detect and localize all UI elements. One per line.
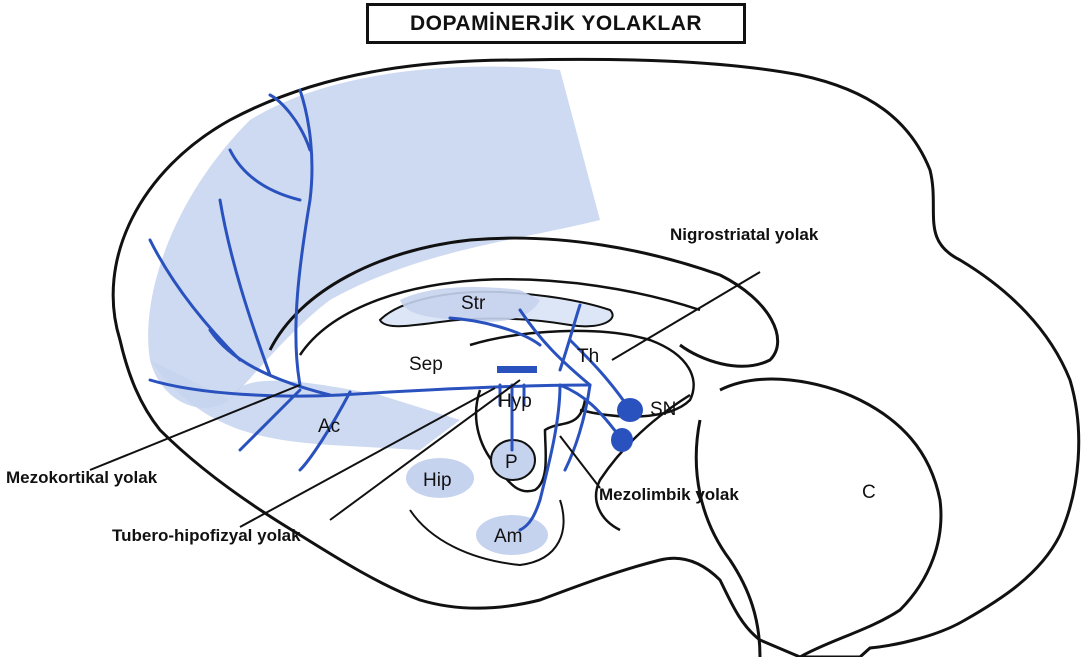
label-mezokortikal: Mezokortikal yolak xyxy=(6,468,158,487)
label-str: Str xyxy=(461,293,486,314)
cerebellum-outline xyxy=(720,379,941,657)
label-ac: Ac xyxy=(318,416,340,437)
label-sep: Sep xyxy=(409,354,443,375)
pointer-mezolimbik xyxy=(560,436,600,488)
label-mezolimbik: Mezolimbik yolak xyxy=(599,485,739,504)
label-nigrostriatal: Nigrostriatal yolak xyxy=(670,225,819,244)
label-c: C xyxy=(862,482,876,503)
brainstem-outline xyxy=(696,420,760,657)
label-am: Am xyxy=(494,526,523,547)
hypothalamic-nucleus-bar xyxy=(497,366,537,373)
label-p: P xyxy=(505,452,518,473)
label-hyp: Hyp xyxy=(498,391,532,412)
label-tubero-hipofizyal: Tubero-hipofizyal yolak xyxy=(112,526,301,545)
label-hip: Hip xyxy=(423,470,452,491)
label-sn: SN xyxy=(650,399,676,420)
label-th: Th xyxy=(577,346,599,367)
pointer-nigrostriatal xyxy=(612,272,760,360)
